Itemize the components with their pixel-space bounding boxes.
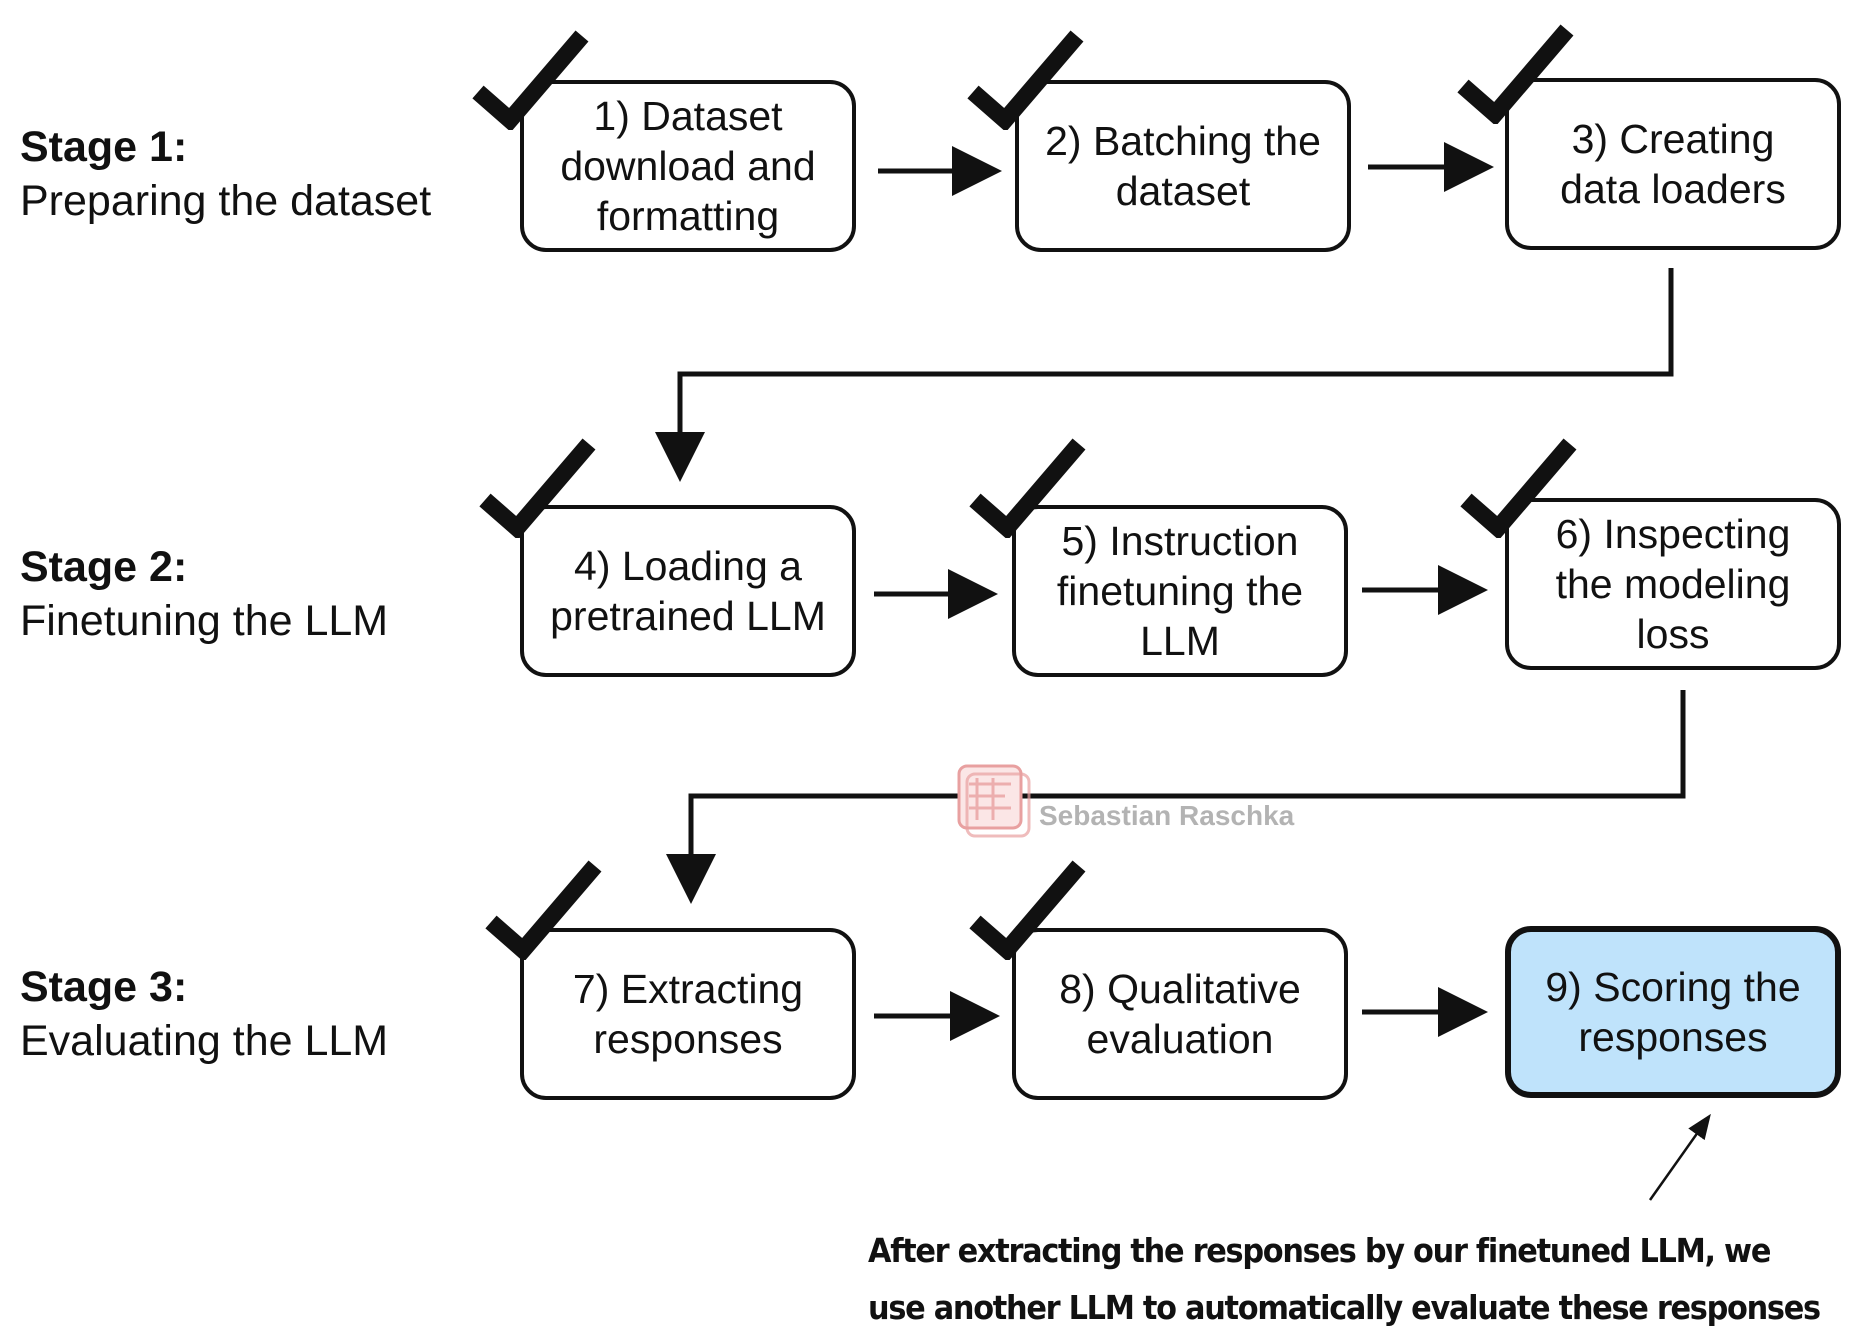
annotation-line-1: After extracting the responses by our fi… bbox=[868, 1231, 1771, 1270]
step-3-label: 3) Creating data loaders bbox=[1560, 116, 1786, 212]
checkmark-icon bbox=[1457, 24, 1574, 124]
stage-3-title: Stage 3: bbox=[20, 963, 188, 1011]
stage-2-label: Stage 2: Finetuning the LLM bbox=[20, 540, 388, 648]
stage-3-label: Stage 3: Evaluating the LLM bbox=[20, 960, 388, 1068]
checkmark-icon bbox=[969, 860, 1086, 960]
watermark: Sebastian Raschka bbox=[955, 760, 1345, 840]
step-6-label: 6) Inspecting the modeling loss bbox=[1555, 511, 1791, 657]
watermark-logo-icon bbox=[957, 764, 1031, 838]
arrow-3-to-4 bbox=[655, 268, 1674, 482]
step-2-batching: 2) Batching the dataset bbox=[1015, 80, 1351, 252]
step-6-inspecting-loss: 6) Inspecting the modeling loss bbox=[1505, 498, 1841, 670]
checkmark-icon bbox=[472, 30, 589, 130]
annotation-text: After extracting the responses by our fi… bbox=[868, 1222, 1821, 1336]
step-5-label: 5) Instruction finetuning the LLM bbox=[1056, 518, 1304, 664]
step-7-label: 7) Extracting responses bbox=[572, 966, 804, 1062]
stage-1-description: Preparing the dataset bbox=[20, 177, 432, 225]
step-9-label: 9) Scoring the responses bbox=[1545, 964, 1801, 1060]
stage-3-description: Evaluating the LLM bbox=[20, 1017, 389, 1065]
stage-1-label: Stage 1: Preparing the dataset bbox=[20, 120, 431, 228]
step-5-instruction-finetuning: 5) Instruction finetuning the LLM bbox=[1012, 505, 1348, 677]
step-4-label: 4) Loading a pretrained LLM bbox=[550, 543, 826, 639]
annotation-pointer-arrow bbox=[1648, 1113, 1711, 1201]
step-2-label: 2) Batching the dataset bbox=[1045, 118, 1321, 214]
step-4-loading-pretrained: 4) Loading a pretrained LLM bbox=[520, 505, 856, 677]
annotation-line-2: use another LLM to automatically evaluat… bbox=[868, 1288, 1821, 1327]
step-9-scoring-responses: 9) Scoring the responses bbox=[1505, 926, 1841, 1098]
stage-2-title: Stage 2: bbox=[20, 543, 188, 591]
stage-2-description: Finetuning the LLM bbox=[20, 597, 389, 645]
step-3-data-loaders: 3) Creating data loaders bbox=[1505, 78, 1841, 250]
checkmark-icon bbox=[1460, 438, 1577, 538]
watermark-text: Sebastian Raschka bbox=[1039, 800, 1295, 831]
step-8-qualitative-evaluation: 8) Qualitative evaluation bbox=[1012, 928, 1348, 1100]
step-1-dataset-download: 1) Dataset download and formatting bbox=[520, 80, 856, 252]
stage-1-title: Stage 1: bbox=[20, 123, 188, 171]
checkmark-icon bbox=[479, 438, 596, 538]
checkmark-icon bbox=[485, 860, 602, 960]
step-7-extracting-responses: 7) Extracting responses bbox=[520, 928, 856, 1100]
checkmark-icon bbox=[969, 438, 1086, 538]
step-1-label: 1) Dataset download and formatting bbox=[560, 93, 816, 239]
checkmark-icon bbox=[967, 30, 1084, 130]
arrow-6-to-7 bbox=[666, 690, 1686, 904]
step-8-label: 8) Qualitative evaluation bbox=[1059, 966, 1301, 1062]
